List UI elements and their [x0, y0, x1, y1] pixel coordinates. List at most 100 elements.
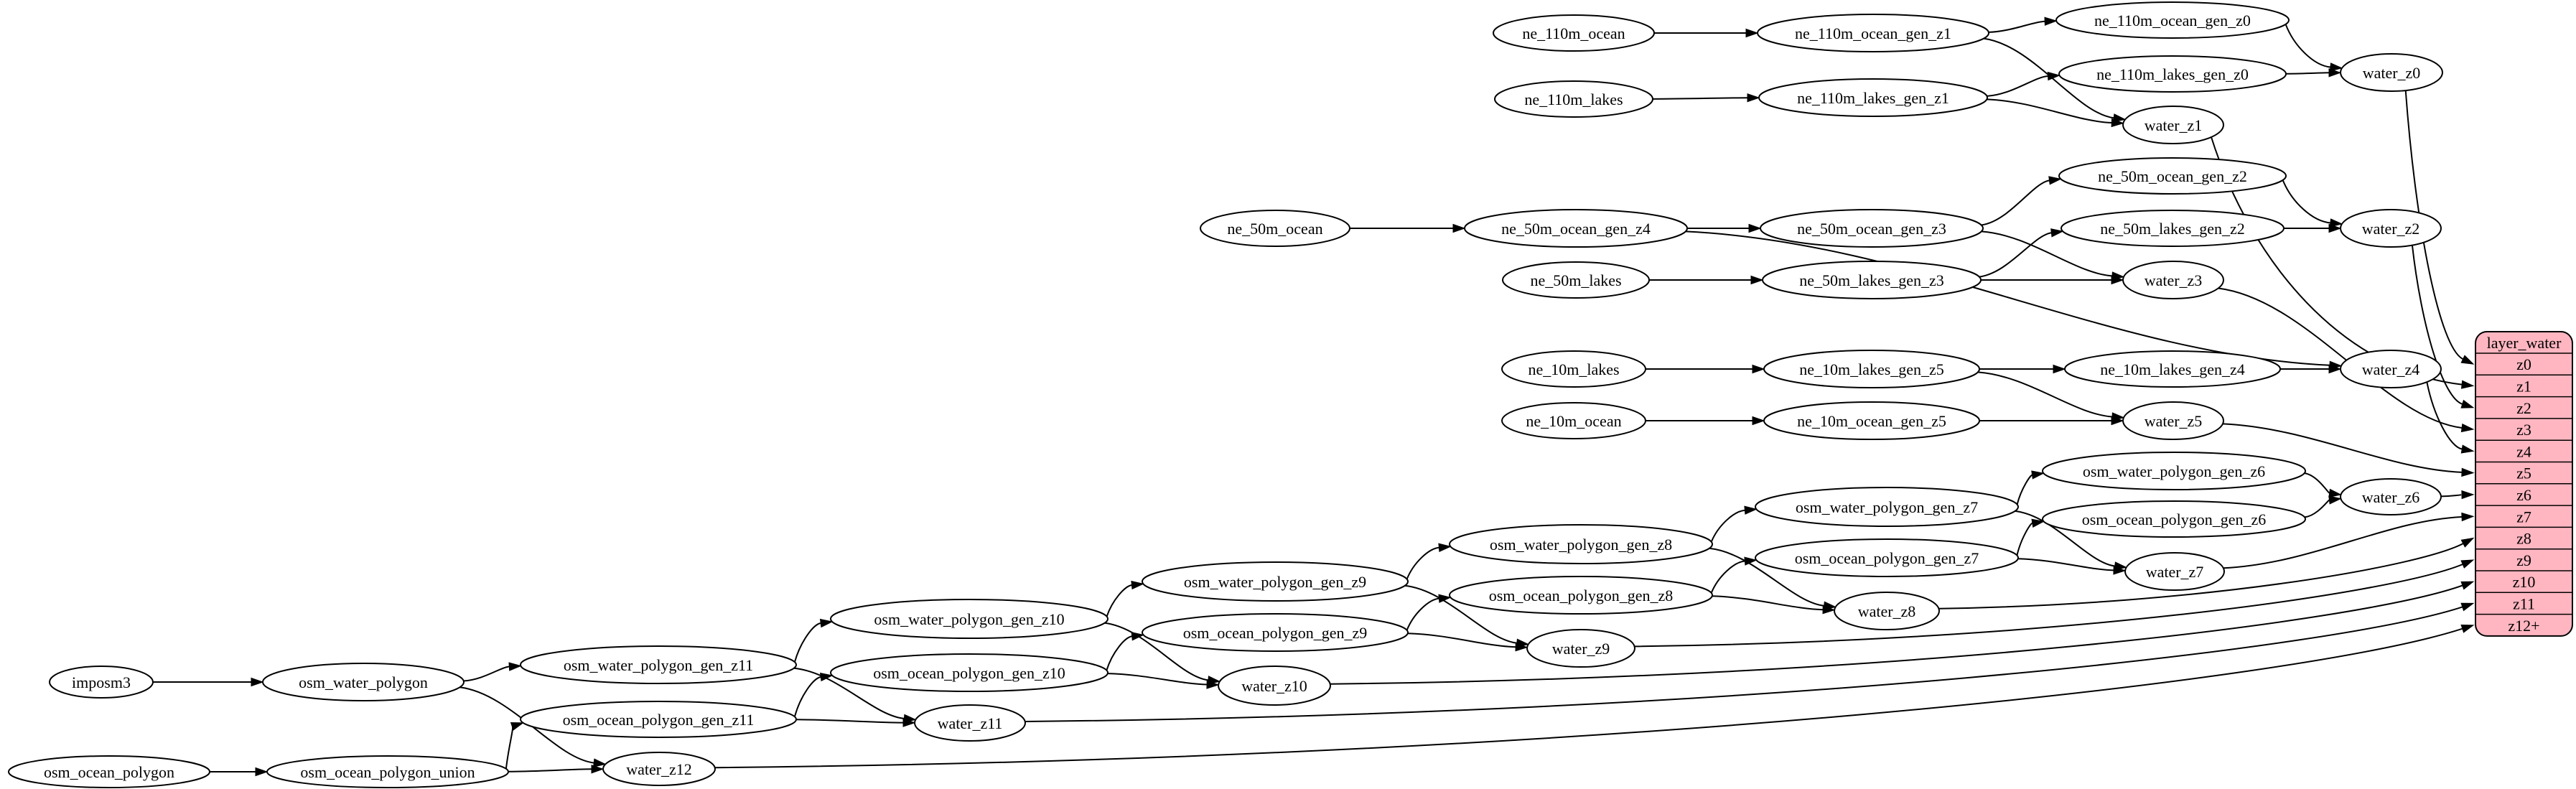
edge-osm_water_polygon_gen_z10-to-osm_water_polygon_gen_z9-arrowhead: [1131, 580, 1144, 590]
layer-water-row-z11: z11: [2513, 594, 2535, 612]
node-water_z7-shape: [2124, 552, 2225, 591]
node-water_z9: water_z9: [1526, 629, 1635, 668]
node-osm_water_polygon_gen_z9-label: osm_water_polygon_gen_z9: [1184, 573, 1366, 591]
edge-osm_water_polygon_gen_z9-to-osm_water_polygon_gen_z8: [1406, 546, 1439, 580]
node-ne_110m_lakes: ne_110m_lakes: [1494, 80, 1653, 118]
node-water_z10: water_z10: [1218, 666, 1331, 706]
node-water_z0-label: water_z0: [2363, 64, 2421, 82]
edge-osm_water_polygon_gen_z11-to-osm_water_polygon_gen_z10-arrowhead: [819, 618, 834, 628]
node-osm_ocean_polygon_gen_z7-shape: [1755, 538, 2019, 577]
node-water_z7-label: water_z7: [2146, 563, 2204, 581]
edge-ne_50m_ocean_gen_z4-to-ne_50m_ocean_gen_z3-arrowhead: [1748, 223, 1762, 233]
edge-osm_ocean_polygon_gen_z11-to-water_z11-arrowhead: [902, 718, 916, 727]
node-ne_110m_lakes-label: ne_110m_lakes: [1524, 90, 1623, 108]
node-osm_water_polygon_gen_z11-label: osm_water_polygon_gen_z11: [564, 656, 753, 674]
node-water_z6-shape: [2340, 478, 2442, 515]
node-water_z8: water_z8: [1834, 592, 1940, 630]
edge-ne_50m_ocean_gen_z3-to-water_z3: [1981, 230, 2113, 277]
node-ne_50m_ocean_gen_z4: ne_50m_ocean_gen_z4: [1464, 209, 1688, 248]
edge-osm_ocean_polygon_union-to-osm_ocean_polygon_gen_z11: [505, 725, 514, 769]
node-osm_water_polygon_gen_z11-shape: [520, 645, 797, 684]
node-ne_50m_ocean_gen_z3: ne_50m_ocean_gen_z3: [1760, 209, 1984, 248]
node-ne_110m_lakes_gen_z1-label: ne_110m_lakes_gen_z1: [1797, 89, 1949, 107]
node-ne_10m_ocean_gen_z5: ne_10m_ocean_gen_z5: [1763, 401, 1980, 440]
node-ne_10m_lakes_gen_z5: ne_10m_lakes_gen_z5: [1763, 350, 1980, 388]
node-ne_110m_lakes_gen_z1-shape: [1758, 78, 1988, 117]
edge-osm_ocean_polygon_gen_z8-to-osm_ocean_polygon_gen_z7-arrowhead: [1744, 556, 1758, 566]
node-ne_50m_ocean_gen_z2-shape: [2058, 157, 2287, 195]
edge-water_z5-to-layer_water-z5: [2222, 423, 2463, 473]
edge-water_z8-to-layer_water-z8-arrowhead: [2460, 537, 2475, 548]
edge-ne_110m_ocean_gen_z1-to-ne_110m_ocean_gen_z0-arrowhead: [2044, 17, 2058, 26]
edge-osm_ocean_polygon_gen_z8-to-water_z8-arrowhead: [1822, 604, 1836, 615]
node-ne_110m_ocean_gen_z1-shape: [1757, 14, 1989, 52]
node-osm_ocean_polygon_gen_z8-shape: [1449, 576, 1713, 615]
node-ne_10m_lakes-shape: [1501, 350, 1646, 388]
layer-water-row-z8: z8: [2516, 530, 2531, 548]
edge-ne_10m_lakes_gen_z5-to-water_z5: [1977, 371, 2113, 418]
edge-water_z2-to-layer_water-z2: [2411, 245, 2463, 405]
edge-osm_water_polygon_gen_z7-to-osm_water_polygon_gen_z6-arrowhead: [2031, 470, 2045, 480]
edge-osm_ocean_polygon_gen_z10-to-water_z10-arrowhead: [1206, 680, 1220, 689]
node-ne_10m_ocean_gen_z5-shape: [1763, 401, 1980, 440]
edge-ne_50m_lakes_gen_z3-to-ne_50m_lakes_gen_z2-arrowhead: [2050, 228, 2064, 238]
node-ne_50m_ocean_gen_z4-shape: [1464, 209, 1688, 248]
node-water_z12: water_z12: [602, 752, 716, 786]
edge-ne_50m_lakes_gen_z2-to-water_z2-arrowhead: [2328, 223, 2342, 233]
edge-osm_ocean_polygon_gen_z10-to-osm_ocean_polygon_gen_z9: [1106, 635, 1132, 671]
edge-osm_ocean_polygon_gen_z10-to-osm_ocean_polygon_gen_z9-arrowhead: [1131, 632, 1145, 641]
node-water_z2-shape: [2340, 209, 2442, 248]
node-ne_10m_lakes_gen_z4: ne_10m_lakes_gen_z4: [2064, 350, 2281, 388]
edge-water_z7-to-layer_water-z7-arrowhead: [2461, 512, 2475, 522]
node-ne_50m_lakes_gen_z2-label: ne_50m_lakes_gen_z2: [2100, 220, 2245, 238]
layer-water-table-title: layer_water: [2487, 334, 2562, 352]
edge-ne_110m_lakes_gen_z1-to-water_z1-arrowhead: [2111, 118, 2124, 128]
node-osm_ocean_polygon_gen_z7: osm_ocean_polygon_gen_z7: [1755, 538, 2019, 577]
layer-water-row-z4: z4: [2516, 442, 2531, 460]
node-ne_50m_ocean-shape: [1200, 210, 1350, 247]
node-ne_50m_ocean: ne_50m_ocean: [1200, 210, 1350, 247]
node-osm_water_polygon_gen_z11: osm_water_polygon_gen_z11: [520, 645, 797, 684]
edge-ne_110m_ocean_gen_z1-to-ne_110m_ocean_gen_z0: [1988, 20, 2045, 33]
layer-water-row-z2: z2: [2516, 399, 2531, 417]
node-osm_water_polygon-shape: [262, 663, 465, 701]
node-ne_10m_lakes_gen_z5-shape: [1763, 350, 1980, 388]
edge-osm_ocean_polygon_gen_z9-to-osm_ocean_polygon_gen_z8-arrowhead: [1438, 594, 1452, 603]
node-ne_110m_ocean-label: ne_110m_ocean: [1522, 24, 1625, 42]
node-ne_50m_ocean-label: ne_50m_ocean: [1227, 220, 1322, 238]
layer-water-row-z3: z3: [2516, 421, 2531, 439]
node-water_z9-label: water_z9: [1552, 640, 1610, 658]
edge-water_z5-to-layer_water-z5-arrowhead: [2461, 467, 2475, 477]
edge-ne_50m_ocean_gen_z2-to-water_z2-arrowhead: [2329, 218, 2343, 228]
edge-ne_10m_lakes_gen_z5-to-ne_10m_lakes_gen_z4-arrowhead: [2053, 364, 2066, 374]
edge-osm_water_polygon_gen_z9-to-water_z9: [1404, 584, 1517, 644]
edge-osm_ocean_polygon_gen_z9-to-osm_ocean_polygon_gen_z8: [1406, 597, 1439, 631]
node-ne_10m_ocean-label: ne_10m_ocean: [1526, 412, 1621, 430]
node-ne_10m_ocean_gen_z5-label: ne_10m_ocean_gen_z5: [1797, 412, 1946, 430]
node-ne_110m_lakes_gen_z0: ne_110m_lakes_gen_z0: [2058, 55, 2287, 93]
edge-water_z8-to-layer_water-z8: [1938, 543, 2464, 610]
node-osm_ocean_polygon_gen_z10: osm_ocean_polygon_gen_z10: [830, 653, 1109, 692]
edge-ne_110m_lakes_gen_z1-to-water_z1: [1987, 98, 2112, 123]
node-osm_water_polygon_gen_z7-label: osm_water_polygon_gen_z7: [1796, 498, 1978, 516]
edge-ne_110m_lakes-to-ne_110m_lakes_gen_z1-arrowhead: [1747, 93, 1760, 103]
node-water_z10-shape: [1218, 666, 1331, 706]
node-imposm3: imposm3: [49, 666, 154, 699]
edge-osm_water_polygon_gen_z8-to-osm_water_polygon_gen_z7-arrowhead: [1744, 505, 1758, 515]
edge-ne_110m_ocean_gen_z1-to-water_z1: [1983, 37, 2114, 119]
node-ne_50m_lakes_gen_z3-shape: [1762, 261, 1982, 299]
edge-osm_water_polygon_gen_z6-to-water_z6-arrowhead: [2328, 488, 2343, 498]
node-osm_water_polygon_gen_z9-shape: [1142, 561, 1409, 602]
node-ne_50m_lakes_gen_z3-label: ne_50m_lakes_gen_z3: [1799, 271, 1944, 289]
edge-osm_water_polygon_gen_z11-to-water_z11: [793, 667, 905, 719]
edge-ne_50m_lakes_gen_z3-to-water_z3-arrowhead: [2111, 275, 2124, 285]
node-osm_ocean_polygon_gen_z8-label: osm_ocean_polygon_gen_z8: [1489, 587, 1674, 604]
edge-osm_water_polygon-to-water_z12-arrowhead: [593, 758, 607, 767]
layer-water-row-z10: z10: [2513, 573, 2536, 591]
node-ne_50m_ocean_gen_z4-label: ne_50m_ocean_gen_z4: [1501, 220, 1651, 238]
edge-water_z0-to-layer_water-z0-arrowhead: [2460, 355, 2475, 365]
node-water_z9-shape: [1526, 629, 1635, 668]
node-water_z6-label: water_z6: [2362, 488, 2420, 506]
edge-osm_water_polygon-to-osm_water_polygon_gen_z11: [463, 666, 510, 682]
